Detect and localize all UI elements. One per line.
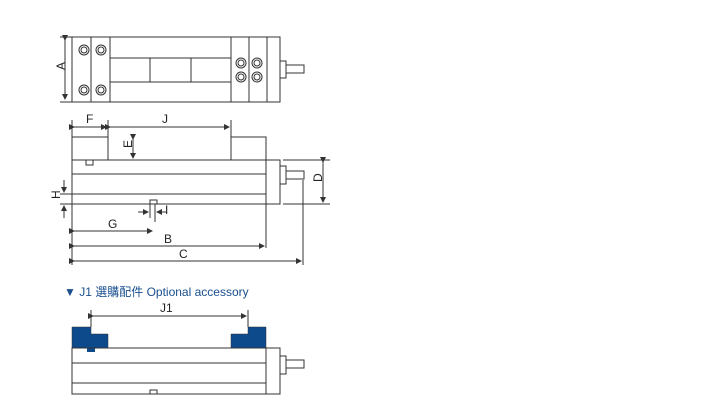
label-f: F [86, 112, 93, 126]
label-c: C [179, 247, 188, 261]
side-view: F J E D H I G B C [49, 112, 330, 265]
triangle-down-icon: ▼ [64, 285, 76, 299]
soft-jaw-right [230, 326, 267, 349]
bolt-holes [78, 44, 263, 96]
label-e: E [121, 140, 135, 148]
label-g: G [108, 217, 117, 231]
label-d: D [311, 173, 325, 182]
label-j1: J1 [160, 301, 173, 315]
label-i: I [165, 203, 168, 217]
accessory-title-text: J1 選購配件 Optional accessory [79, 285, 249, 299]
label-h: H [49, 190, 63, 199]
label-j: J [162, 112, 168, 126]
accessory-title: ▼ J1 選購配件 Optional accessory [64, 283, 249, 300]
label-b: B [164, 232, 172, 246]
label-a: A [54, 62, 68, 70]
soft-jaw-left [71, 326, 109, 349]
top-view: A [54, 35, 305, 103]
accessory-view: J1 [71, 301, 305, 395]
